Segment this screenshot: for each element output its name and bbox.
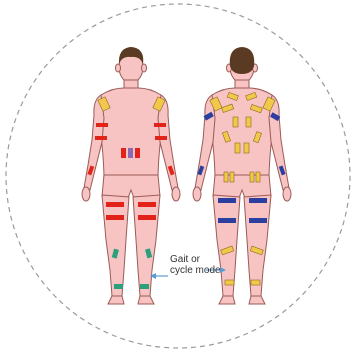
electrode-front-thigh-right-1: [138, 202, 156, 207]
electrode-front-thigh-left-2: [106, 215, 124, 220]
electrode-back-lumbar-right: [244, 143, 249, 153]
electrode-back-hamstring-right-1: [249, 198, 267, 203]
electrode-front-abdomen-2: [128, 148, 133, 158]
electrode-back-hamstring-left-2: [218, 218, 236, 223]
electrode-back-glute-4: [256, 172, 260, 182]
front-body-figure: [82, 51, 180, 304]
back-hair: [230, 47, 255, 74]
electrode-front-bicep-right: [155, 136, 167, 140]
electrode-front-ankle-right: [140, 284, 149, 289]
front-right-leg: [133, 195, 160, 296]
electrode-front-bicep-left: [95, 136, 107, 140]
dashed-circle-frame: [6, 4, 350, 348]
electrode-back-mid-left: [233, 117, 238, 127]
electrode-back-ankle-left: [225, 280, 234, 285]
electrode-front-upperarm-left: [96, 123, 108, 127]
gait-label-line1: Gait or: [170, 254, 221, 265]
electrode-front-thigh-left-1: [106, 202, 124, 207]
front-left-leg: [102, 195, 129, 296]
electrode-back-glute-3: [250, 172, 254, 182]
electrode-front-upperarm-right: [154, 123, 166, 127]
electrode-back-hamstring-left-1: [218, 198, 236, 203]
electrode-front-ankle-left: [114, 284, 123, 289]
gait-label-line2: cycle mode: [170, 265, 221, 276]
electrode-front-abdomen-1: [121, 148, 126, 158]
electrode-back-glute-2: [230, 172, 234, 182]
front-left-arm: [84, 95, 104, 190]
gait-cycle-mode-label: Gait or cycle mode: [170, 254, 221, 276]
back-right-arm: [269, 95, 289, 190]
electrode-back-lumbar-left: [235, 143, 240, 153]
back-left-arm: [195, 95, 215, 190]
electrode-front-thigh-right-2: [138, 215, 156, 220]
front-torso: [98, 88, 164, 180]
electrode-back-hamstring-right-2: [249, 218, 267, 223]
electrode-front-abdomen-3: [135, 148, 140, 158]
electrode-back-mid-right: [246, 117, 251, 127]
electrode-back-glute-1: [224, 172, 228, 182]
electrode-back-ankle-right: [251, 280, 260, 285]
